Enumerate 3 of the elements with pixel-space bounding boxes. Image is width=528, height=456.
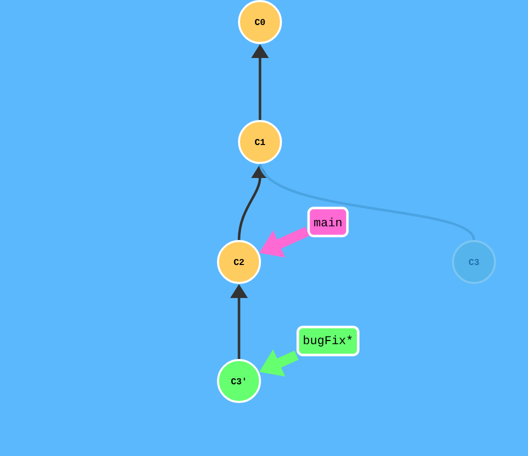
branch-label: bugFix* xyxy=(296,326,360,356)
connector-line xyxy=(258,163,476,241)
branch-label: main xyxy=(307,206,349,238)
